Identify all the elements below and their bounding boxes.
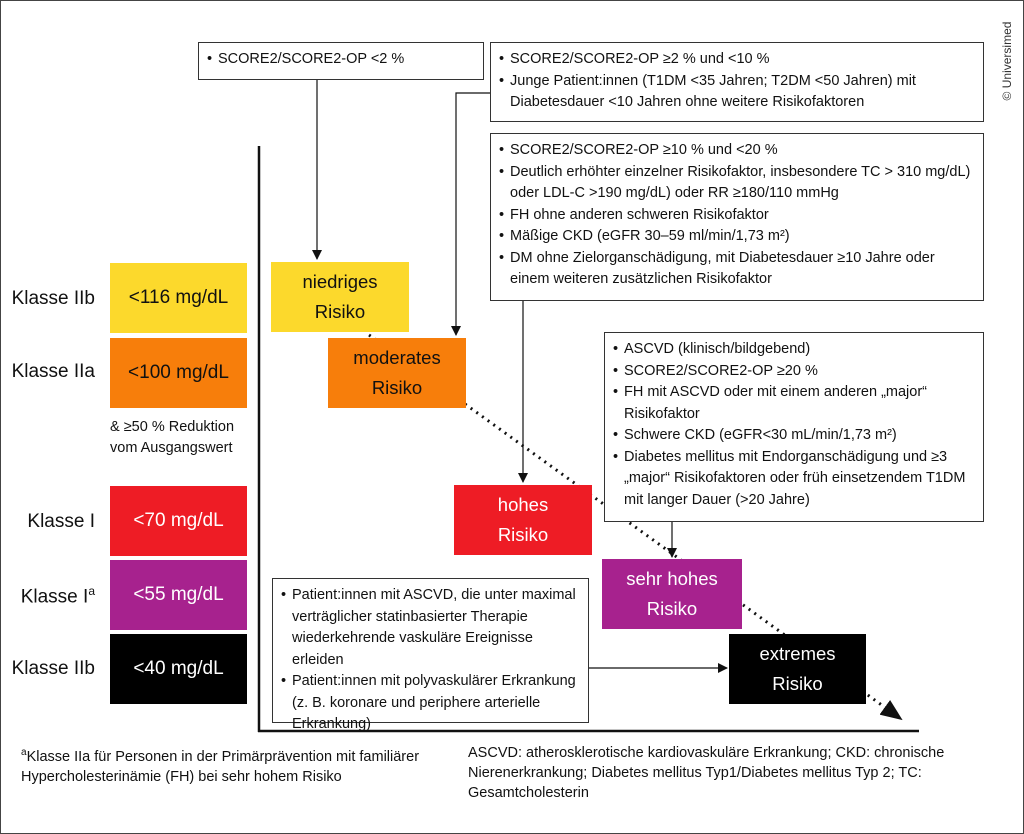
class-label-4: Klasse Ia [20,584,95,608]
reduction-note: & ≥50 % Reduktion vom Ausgangswert [110,419,235,456]
ldl-target-2: <100 mg/dL [110,338,247,408]
criteria-extreme: Patient:innen mit ASCVD, die unter maxim… [272,578,589,732]
criteria-low: SCORE2/SCORE2-OP <2 % [198,42,484,80]
ldl-target-3: <70 mg/dL [110,486,247,556]
ldl-target-5: <40 mg/dL [110,634,247,704]
class-label-2: Klasse IIa [11,361,95,382]
arrow-moderate [451,92,490,336]
class-label-5: Klasse IIb [11,658,95,679]
abbreviations: ASCVD: atherosklerotische kardiovaskulär… [468,745,945,801]
copyright: © Universimed [1000,21,1014,101]
ldl-target-4: <55 mg/dL [110,560,247,630]
criteria-moderate: SCORE2/SCORE2-OP ≥2 % und <10 % Junge Pa… [490,42,984,122]
class-label-3: Klasse I [27,511,95,532]
class-label-1: Klasse IIb [11,288,95,309]
criteria-high: SCORE2/SCORE2-OP ≥10 % und <20 % Deutlic… [490,133,984,301]
footnote: aKlasse IIa für Personen in der Primärpr… [21,747,420,785]
ldl-target-1: <116 mg/dL [110,263,247,333]
criteria-very-high: ASCVD (klinisch/bildgebend) SCORE2/SCORE… [604,332,984,522]
